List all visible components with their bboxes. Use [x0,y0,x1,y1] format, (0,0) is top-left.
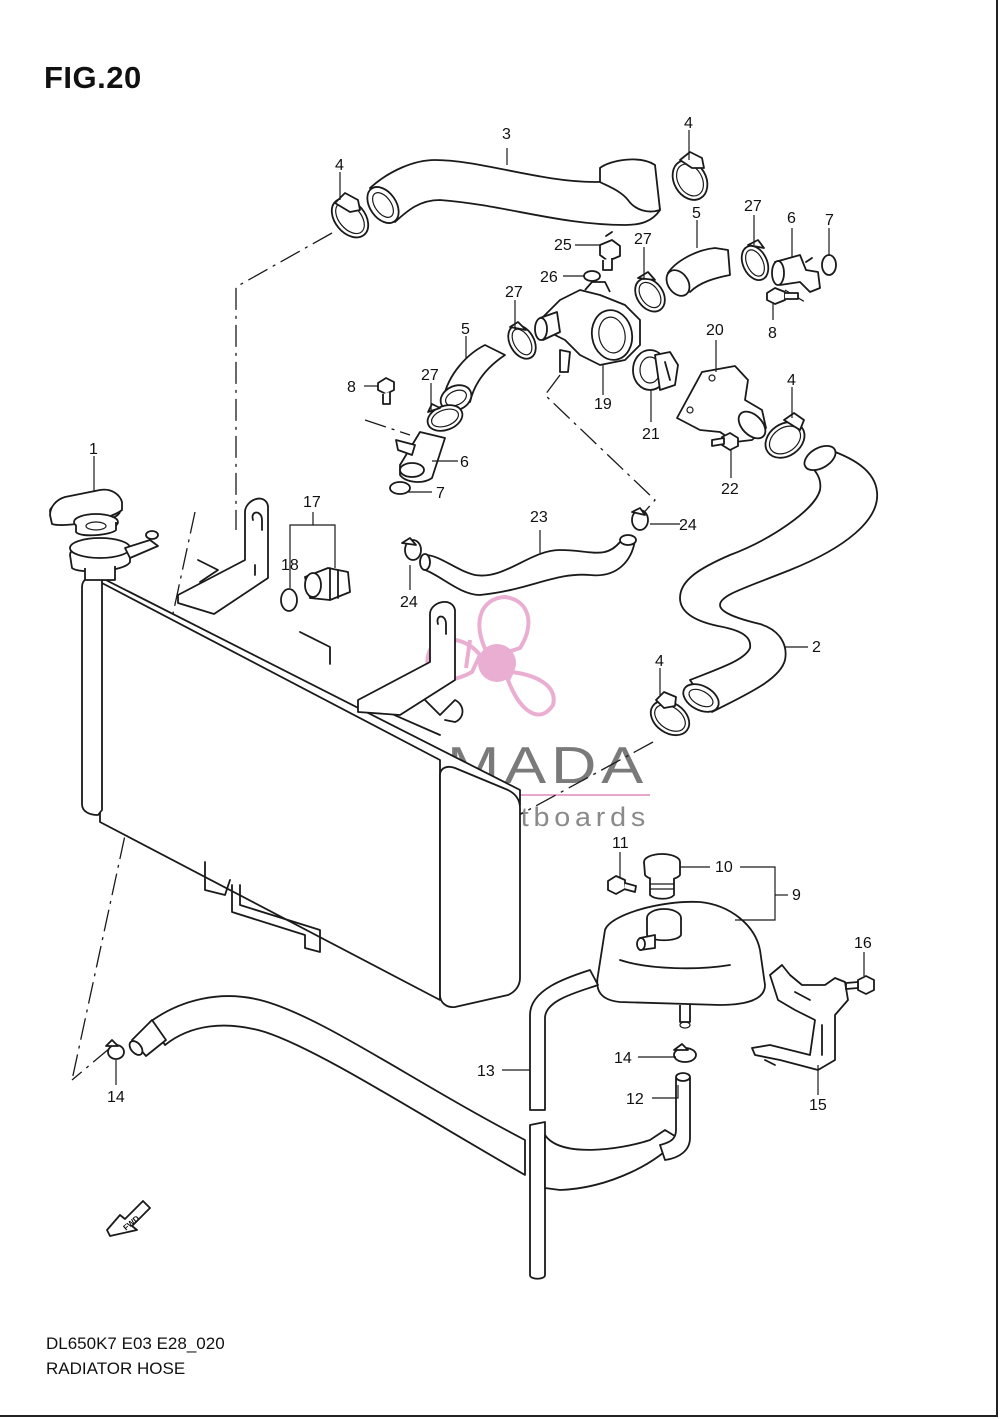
callout-2: 2 [812,639,821,656]
callout-5-right: 5 [692,205,701,222]
forward-direction-arrow: FWD [106,1200,151,1237]
callout-4-thermostat: 4 [787,372,796,389]
callout-3: 3 [502,126,511,143]
figure-title: FIG.20 [44,60,142,95]
callout-23: 23 [530,509,548,526]
callout-numbers: 1 2 3 4 4 4 4 5 5 6 6 7 7 8 8 9 10 11 12… [89,115,872,1114]
thermostat-21 [632,349,679,391]
temperature-sensor-25 [599,231,621,271]
callout-8-right: 8 [768,325,777,342]
callout-15: 15 [809,1097,827,1114]
sensor-washer-26 [583,270,601,282]
callout-14-right: 14 [614,1050,632,1067]
callout-7-right: 7 [825,212,834,229]
bolt-11 [607,875,637,895]
bolt-8-left [377,377,395,405]
fan-thermo-switch-17 [304,567,351,601]
callout-6-right: 6 [787,210,796,227]
o-ring-18 [280,588,298,612]
callout-21: 21 [642,426,660,443]
hose-clamp-4-thermostat [764,412,806,459]
hose-clamp-27-right [740,239,770,281]
overflow-hose-12 [659,1072,691,1161]
short-hose-5-right [665,247,731,297]
hose-clip-14-right [673,1043,697,1063]
callout-14-left: 14 [107,1089,125,1106]
thermostat-cover-20 [676,365,767,443]
hose-clip-24-right [631,507,649,531]
hose-clamp-27-mid [507,321,537,360]
bolt-16 [845,975,875,995]
reservoir-cap-10 [643,853,681,900]
lower-radiator-hose [679,444,878,713]
callout-27-a: 27 [744,198,762,215]
assembly-guide-lines [71,232,806,1081]
callout-1: 1 [89,441,98,458]
figure-code: DL650K7 E03 E28_020 [46,1334,225,1353]
callout-16: 16 [854,935,872,952]
callout-7-left: 7 [436,485,445,502]
radiator-middle-bracket [357,601,464,723]
radiator-cap [49,488,123,537]
callout-18: 18 [281,557,299,574]
bolt-8-right [766,287,799,305]
reservoir-bracket-15 [751,964,849,1071]
hose-clamp-4-lower [649,691,691,737]
o-ring-7-left [389,481,411,495]
callout-8-left: 8 [347,379,356,396]
hose-clamp-4-upper-left [330,192,370,239]
callout-10: 10 [715,859,733,876]
hose-fitting-6-right [771,254,821,293]
callout-5-left: 5 [461,321,470,338]
callout-22: 22 [721,481,739,498]
callout-9: 9 [792,887,801,904]
radiator-upper-bracket [177,497,269,615]
radiator-overflow-pipe [128,995,526,1176]
radiator-core [69,530,521,1008]
hose-clip-24-left [401,537,422,561]
callout-4-upper-right: 4 [684,115,693,132]
callout-13: 13 [477,1063,495,1080]
callout-17: 17 [303,494,321,511]
callout-6-left: 6 [460,454,469,471]
callout-26: 26 [540,269,558,286]
hose-clip-14-left [105,1039,125,1060]
callout-12: 12 [626,1091,644,1108]
callout-11: 11 [612,835,629,852]
hose-fitting-6-left [395,431,446,483]
figure-caption: RADIATOR HOSE [46,1359,186,1378]
callout-24-left: 24 [400,594,418,611]
callout-4-upper-left: 4 [335,157,344,174]
callout-27-b: 27 [634,231,652,248]
overflow-hose-13 [529,969,679,1280]
hose-clamp-4-upper-right [671,151,709,201]
callout-27-c: 27 [505,284,523,301]
bolt-22 [711,432,739,451]
callout-25: 25 [554,237,572,254]
callout-leaders [93,130,865,1099]
o-ring-7-right [821,254,837,276]
callout-19: 19 [594,396,612,413]
callout-27-d: 27 [421,367,439,384]
callout-24-right: 24 [679,517,697,534]
thermostat-housing-19 [534,281,641,373]
bypass-hose-23 [419,534,637,596]
reservoir-tank-9 [596,900,766,1029]
hose-clamp-27-left [426,403,464,432]
callout-4-lower: 4 [655,653,664,670]
callout-20: 20 [706,322,724,339]
upper-radiator-hose [366,158,661,226]
hose-clamp-27-upper [634,271,666,313]
